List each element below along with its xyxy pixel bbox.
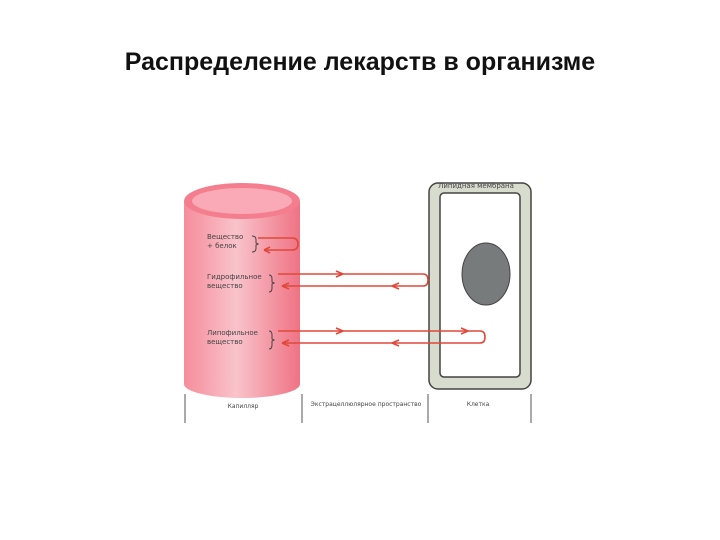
hydrophilic-arrow (278, 273, 429, 287)
slide-title: Распределение лекарств в организме (124, 48, 596, 76)
lipophilic-arrow (278, 330, 486, 344)
membrane-label: Липидная мембрана (438, 182, 514, 190)
cell (428, 182, 532, 390)
compartment-extracellular: Экстрацеллюлярное пространство (311, 401, 422, 408)
lipophilic-label: Липофильное вещество (207, 329, 260, 346)
protein-bound-loop-arrow (258, 237, 299, 251)
capillary-cylinder (184, 183, 300, 398)
compartment-dividers (184, 394, 532, 423)
label-brackets (251, 235, 276, 350)
compartment-cell: Клетка (467, 401, 490, 408)
substance-protein-label: Вещество + белок (207, 233, 246, 250)
flow-arrows (258, 237, 486, 347)
cell-nucleus (461, 242, 511, 306)
compartment-capillary: Капилляр (228, 403, 259, 410)
hydrophilic-label: Гидрофильное вещество (207, 273, 264, 290)
